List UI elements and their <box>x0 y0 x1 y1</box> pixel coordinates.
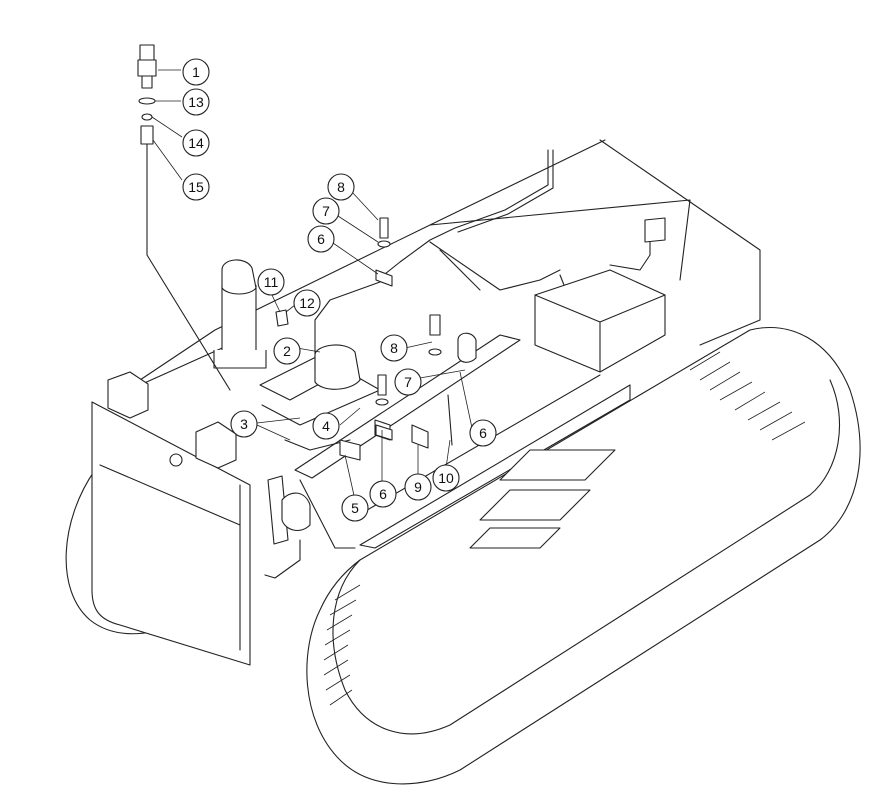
sensor-parts <box>137 44 231 391</box>
callout-label: 7 <box>322 203 330 219</box>
callout-10: 10 <box>432 464 460 492</box>
callout-label: 14 <box>188 135 204 151</box>
callout-11: 11 <box>257 268 285 296</box>
callout-label: 6 <box>317 231 325 247</box>
callout-1: 1 <box>182 58 210 86</box>
callout-7-top: 7 <box>312 197 340 225</box>
callout-label: 11 <box>264 274 279 290</box>
callout-6-bottom: 6 <box>369 480 397 508</box>
callout-7-mid: 7 <box>394 368 422 396</box>
callout-label: 7 <box>404 374 412 390</box>
callout-label: 6 <box>379 486 387 502</box>
callout-label: 13 <box>188 94 204 110</box>
callout-label: 4 <box>322 418 330 434</box>
track-assembly <box>306 326 861 785</box>
callout-label: 1 <box>192 64 200 80</box>
callout-9: 9 <box>404 473 432 501</box>
callout-label: 8 <box>390 340 398 356</box>
leader-lines <box>151 69 473 501</box>
callout-8-top: 8 <box>327 173 355 201</box>
front-panel <box>91 371 251 666</box>
callout-label: 3 <box>240 416 248 432</box>
callout-14: 14 <box>182 129 210 157</box>
callout-6-right: 6 <box>469 419 497 447</box>
callout-label: 10 <box>438 470 454 486</box>
callout-8-mid: 8 <box>380 334 408 362</box>
callout-6-top: 6 <box>307 225 335 253</box>
battery-box <box>534 269 666 373</box>
callout-label: 12 <box>299 295 315 311</box>
callout-3: 3 <box>230 410 258 438</box>
callout-label: 6 <box>479 425 487 441</box>
callout-2: 2 <box>273 337 301 365</box>
bracket-parts <box>259 217 477 579</box>
callout-4: 4 <box>312 412 340 440</box>
exhaust-stack <box>213 259 267 369</box>
callout-13: 13 <box>182 88 210 116</box>
callout-12: 12 <box>293 289 321 317</box>
callout-label: 8 <box>337 179 345 195</box>
callout-label: 5 <box>351 500 359 516</box>
callout-15: 15 <box>182 173 210 201</box>
callout-label: 15 <box>188 179 204 195</box>
callout-5: 5 <box>341 494 369 522</box>
frame-rails <box>294 334 631 549</box>
callout-label: 9 <box>414 479 422 495</box>
wire-harness <box>314 149 666 371</box>
callout-label: 2 <box>283 343 291 359</box>
